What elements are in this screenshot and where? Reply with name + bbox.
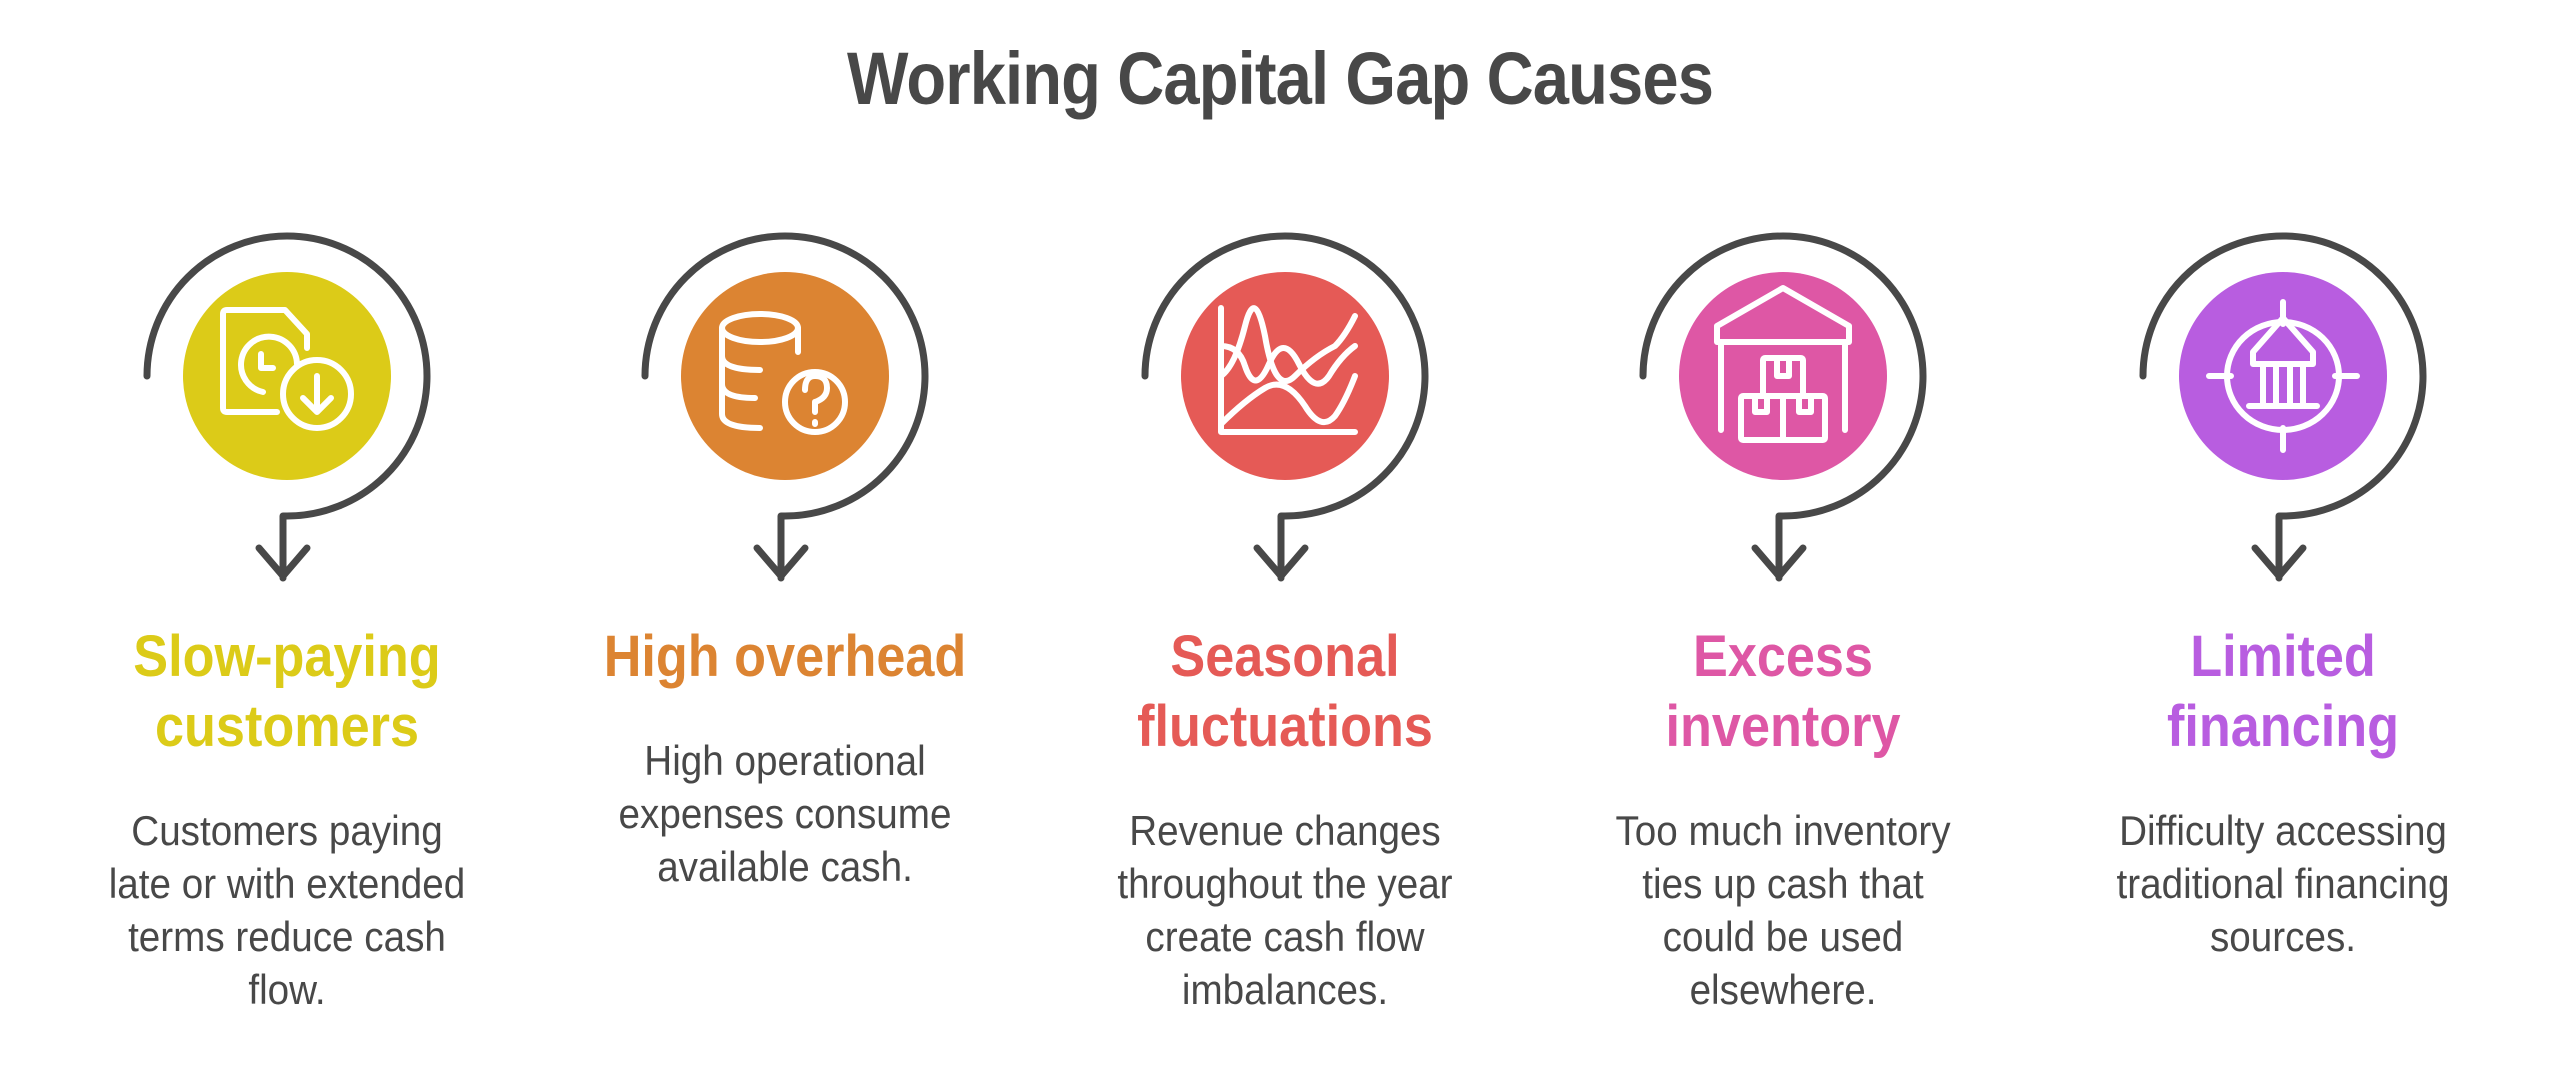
cause-description-line: expenses consume <box>618 790 952 837</box>
connector-arc <box>1639 232 1927 582</box>
connector-arc <box>1141 232 1429 582</box>
clock-document-download-icon <box>220 307 354 431</box>
icon-badge <box>681 272 889 480</box>
cause-description: Too much inventory ties up cash that could… <box>1571 804 1994 1016</box>
cause-description-line: terms reduce cash <box>128 913 446 960</box>
cause-heading-line: financing <box>2166 694 2400 759</box>
cause-description-line: throughout the year <box>1117 860 1453 907</box>
cause-description-line: create cash flow <box>1145 913 1425 960</box>
cause-description-line: imbalances. <box>1181 966 1389 1013</box>
cause-description: High operational expenses consume availabl… <box>573 734 996 893</box>
connector-arc <box>641 232 929 582</box>
arrow-down-icon <box>753 544 809 580</box>
wave-chart-icon <box>1218 305 1358 435</box>
cause-description: Difficulty accessing traditional financin… <box>2071 804 2494 963</box>
coins-question-icon <box>719 311 848 435</box>
cause-graphic-4 <box>1639 232 1927 582</box>
cause-description-line: ties up cash that <box>1642 860 1924 907</box>
cause-heading: High overhead <box>578 622 992 692</box>
cause-description-line: traditional financing <box>2116 860 2450 907</box>
cause-description-line: elsewhere. <box>1689 966 1877 1013</box>
cause-description: Customers paying late or with extended ter… <box>75 804 498 1016</box>
cause-description-line: Difficulty accessing <box>2119 807 2447 854</box>
cause-description-line: Revenue changes <box>1129 807 1441 854</box>
cause-description-line: flow. <box>248 966 326 1013</box>
cause-heading-line: fluctuations <box>1137 694 1433 759</box>
arrow-down-icon <box>2251 544 2307 580</box>
cause-heading-line: Slow-paying <box>133 624 441 689</box>
warehouse-boxes-icon <box>1714 285 1852 443</box>
cause-heading-line: customers <box>154 694 420 759</box>
cause-description-line: late or with extended <box>108 860 466 907</box>
cause-heading-line: inventory <box>1665 694 1901 759</box>
cause-graphic-5 <box>2139 232 2427 582</box>
cause-graphic-2 <box>641 232 929 582</box>
bank-target-icon <box>2206 299 2360 453</box>
connector-arc <box>143 232 431 582</box>
cause-graphic-3 <box>1141 232 1429 582</box>
cause-heading-line: Seasonal <box>1170 624 1400 689</box>
arrow-down-icon <box>1253 544 1309 580</box>
cause-description-line: sources. <box>2209 913 2357 960</box>
arrow-down-icon <box>1751 544 1807 580</box>
cause-description-line: High operational <box>644 737 926 784</box>
cause-description-line: could be used <box>1662 913 1904 960</box>
cause-graphic-1 <box>143 232 431 582</box>
cause-heading-line: Excess <box>1693 624 1873 689</box>
cause-description: Revenue changes throughout the year create… <box>1073 804 1496 1016</box>
icon-badge <box>1181 272 1389 480</box>
cause-description-line: Too much inventory <box>1615 807 1951 854</box>
cause-description-line: Customers paying <box>131 807 443 854</box>
connector-arc <box>2139 232 2427 582</box>
cause-heading-line: Limited <box>2190 624 2376 689</box>
arrow-down-icon <box>255 544 311 580</box>
cause-heading-line: High overhead <box>603 624 967 689</box>
icon-badge <box>2179 272 2387 480</box>
diagram-title: Working Capital Gap Causes <box>846 37 1714 120</box>
cause-description-line: available cash. <box>657 843 913 890</box>
